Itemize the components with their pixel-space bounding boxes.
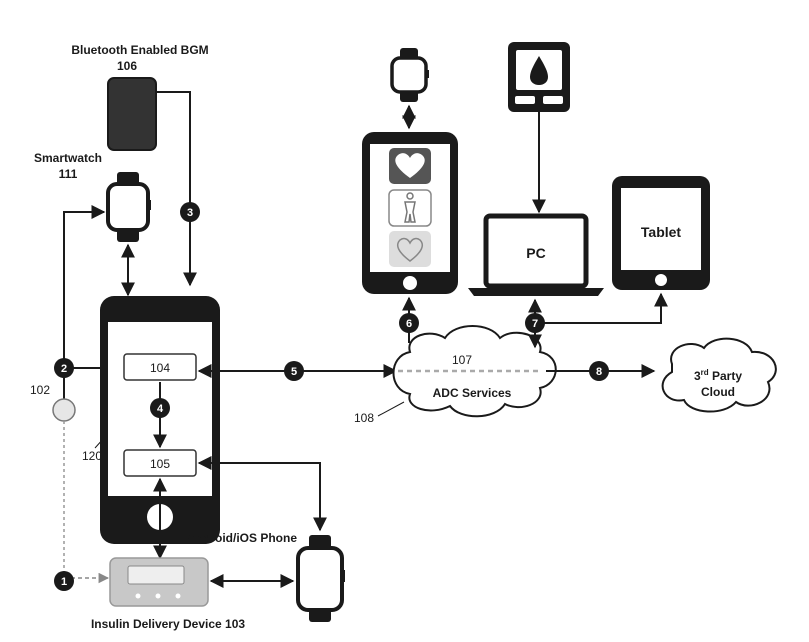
pc-label: PC: [526, 245, 545, 261]
svg-text:8: 8: [596, 366, 602, 378]
smartwatch-bottom-icon: [296, 535, 345, 622]
heart-icon: [389, 148, 431, 184]
tablet-label: Tablet: [641, 224, 682, 240]
module-105: [123, 449, 197, 477]
heart-outline-icon: [389, 231, 431, 267]
bgm-ref: 106: [117, 59, 137, 73]
ref-107: 107: [452, 353, 472, 367]
step-4-badge: [150, 398, 170, 418]
tablet-link: [535, 292, 668, 324]
insulin-pump: [109, 557, 209, 607]
ref-108: 108: [354, 411, 374, 425]
svg-text:1: 1: [61, 576, 67, 588]
bgm-link: [156, 91, 197, 287]
body-icon: [388, 189, 432, 227]
svg-text:5: 5: [291, 366, 297, 378]
tablet-device: [612, 176, 710, 290]
step-5-badge: [284, 361, 304, 381]
step-8-badge: [589, 361, 609, 381]
svg-text:4: 4: [157, 403, 164, 415]
step-1-badge: [54, 571, 74, 591]
phone-label: Android/iOS Phone: [187, 531, 297, 545]
pc-laptop: [468, 213, 604, 296]
step-6-badge: [399, 313, 419, 333]
smartwatch-icon: [106, 172, 151, 242]
insulin-label: Insulin Delivery Device 103: [91, 617, 245, 631]
svg-text:3: 3: [187, 207, 193, 219]
watch-top-icon: [390, 48, 429, 102]
smartwatch-ref: 111: [59, 167, 78, 181]
svg-text:104: 104: [150, 361, 170, 375]
ref-120: 120: [82, 449, 102, 463]
ref-102: 102: [30, 383, 50, 397]
svg-text:7: 7: [532, 318, 538, 330]
step-7-badge: [525, 313, 545, 333]
third-party-line2: Cloud: [701, 385, 735, 399]
smartwatch-title: Smartwatch: [34, 151, 102, 165]
bgm-title: Bluetooth Enabled BGM: [71, 43, 208, 57]
svg-text:105: 105: [150, 457, 170, 471]
svg-text:2: 2: [61, 363, 67, 375]
cgm-sensor: [52, 398, 76, 422]
step-3-badge: [180, 202, 200, 222]
module-104: [123, 353, 197, 381]
blood-drop-icon: [508, 42, 570, 112]
third-party-cloud: [661, 337, 777, 413]
sensor-watch-link: [63, 205, 106, 400]
adc-label: ADC Services: [433, 386, 512, 400]
step-2-badge: [54, 358, 74, 378]
third-party-label: 3rd Party: [694, 368, 742, 383]
svg-text:6: 6: [406, 318, 412, 330]
bgm-device: [107, 77, 157, 151]
105-watch-link: [197, 456, 327, 532]
